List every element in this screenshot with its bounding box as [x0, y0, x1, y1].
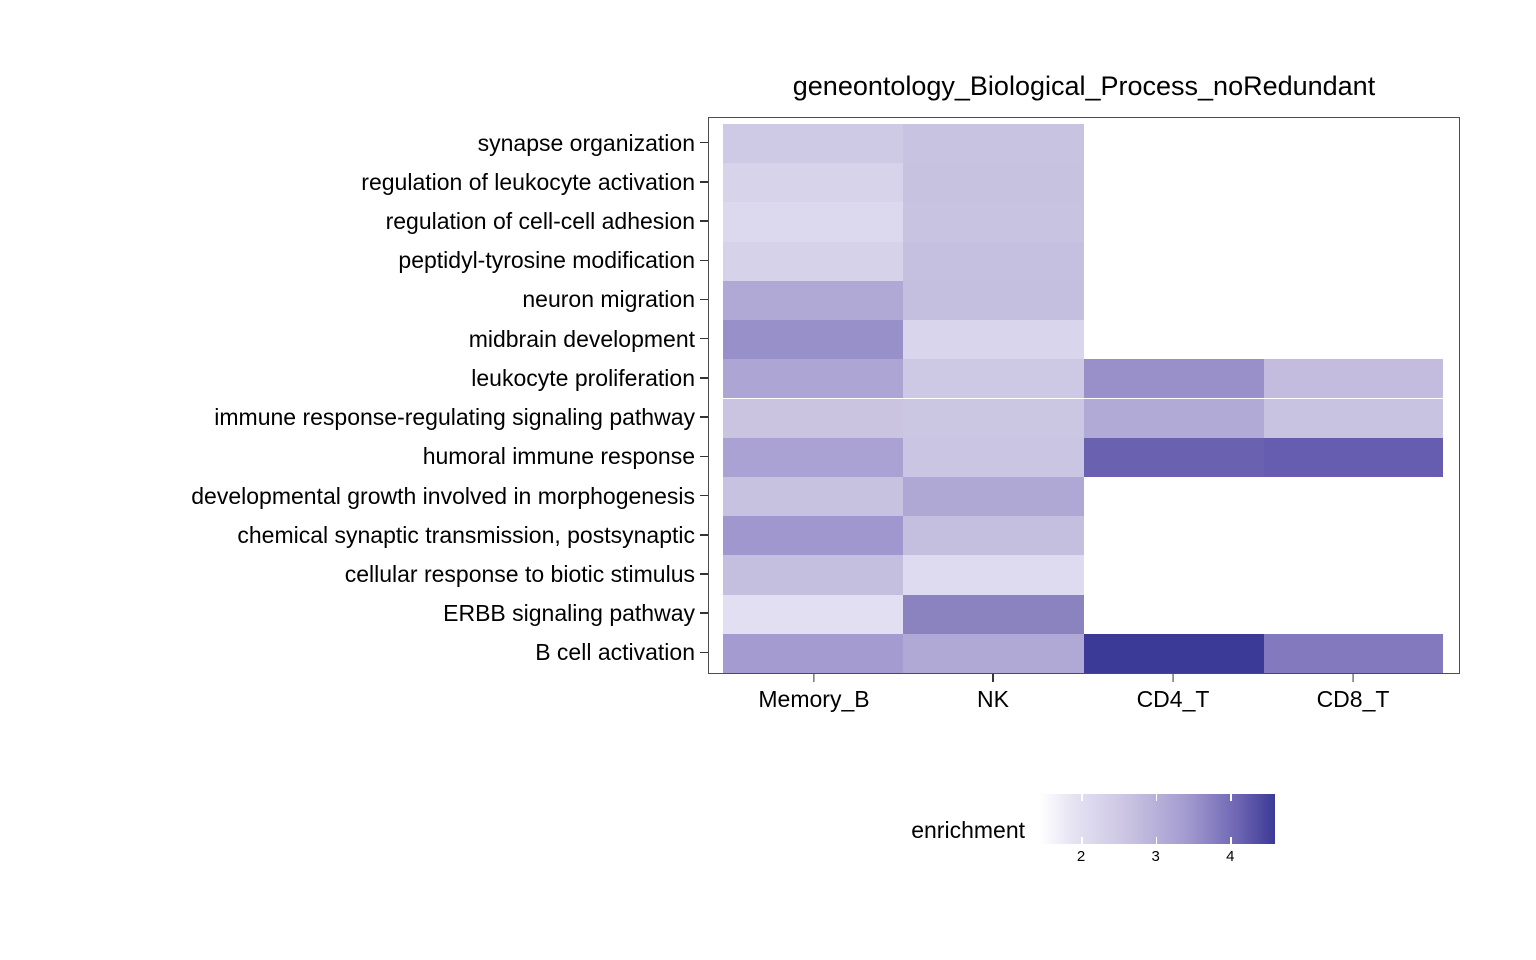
- y-axis-tick-mark: [700, 534, 708, 536]
- y-axis-tick-label: B cell activation: [535, 639, 695, 666]
- heatmap-cell: [723, 359, 903, 399]
- legend-tick-label: 3: [1151, 848, 1160, 865]
- heatmap-cell: [723, 163, 903, 203]
- y-axis-tick-label: neuron migration: [522, 286, 695, 313]
- legend-title: enrichment: [911, 817, 1025, 843]
- legend: enrichment 2 3 4: [880, 790, 1300, 900]
- y-axis-tick-label: midbrain development: [468, 325, 695, 352]
- heatmap-cell-grid: [709, 118, 1459, 673]
- heatmap-cell: [903, 437, 1084, 477]
- y-axis-tick-label: humoral immune response: [422, 443, 695, 470]
- heatmap-cell: [903, 555, 1084, 595]
- x-axis-tick-mark: [992, 674, 994, 682]
- y-axis-tick-label: chemical synaptic transmission, postsyna…: [237, 521, 695, 548]
- legend-colorbar: 2 3 4: [1040, 794, 1275, 865]
- y-axis-tick-label: leukocyte proliferation: [471, 364, 695, 391]
- y-axis-tick-label: ERBB signaling pathway: [443, 600, 695, 627]
- y-axis-tick-label: immune response-regulating signaling pat…: [214, 404, 695, 431]
- heatmap-cell: [723, 594, 903, 634]
- y-axis-tick-label: developmental growth involved in morphog…: [191, 482, 695, 509]
- heatmap-cell: [903, 633, 1084, 673]
- legend-tick-mark: [1230, 794, 1232, 801]
- heatmap-cell: [903, 241, 1084, 281]
- heatmap-cell: [903, 280, 1084, 321]
- y-axis-tick-label: regulation of leukocyte activation: [361, 168, 695, 195]
- legend-tick-mark: [1081, 837, 1083, 844]
- heatmap-cell: [723, 476, 903, 517]
- heatmap-cell: [903, 163, 1084, 203]
- legend-tick-mark: [1155, 837, 1158, 844]
- x-axis-tick-label: Memory_B: [758, 686, 870, 712]
- heatmap-cell: [903, 516, 1084, 556]
- y-axis-tick-mark: [700, 377, 708, 379]
- y-axis: synapse organization regulation of leukoc…: [0, 117, 708, 674]
- y-axis-tick-mark: [700, 220, 708, 222]
- legend-tick-mark: [1155, 794, 1158, 801]
- heatmap-cell: [903, 320, 1084, 360]
- y-axis-tick-mark: [700, 141, 708, 144]
- heatmap-cell: [1264, 633, 1443, 673]
- heatmap-cell: [723, 124, 903, 164]
- heatmap-cell: [1084, 398, 1264, 438]
- heatmap-cell: [903, 398, 1084, 438]
- heatmap-cell: [903, 359, 1084, 399]
- x-axis-tick: CD8_T: [1316, 674, 1390, 713]
- legend-tick-mark: [1230, 837, 1232, 844]
- y-axis-tick-mark: [700, 573, 708, 575]
- heatmap-cell: [1264, 437, 1443, 477]
- x-axis-tick-label: CD4_T: [1136, 686, 1210, 712]
- heatmap-cell: [1264, 359, 1443, 399]
- y-axis-tick-mark: [700, 416, 708, 418]
- y-axis-tick-mark: [700, 337, 708, 340]
- heatmap-cell: [1264, 398, 1443, 438]
- x-axis-tick: Memory_B: [758, 674, 870, 713]
- legend-gradient: [1040, 794, 1275, 844]
- y-axis-tick-mark: [700, 455, 708, 458]
- x-axis-tick-label: NK: [977, 686, 1009, 712]
- x-axis: Memory_B NK CD4_T CD8_T: [708, 674, 1460, 734]
- legend-tick-label: 4: [1226, 848, 1235, 865]
- plot-panel: [708, 117, 1460, 674]
- x-axis-tick: CD4_T: [1136, 674, 1210, 713]
- heatmap-cell: [903, 594, 1084, 634]
- heatmap-cell: [723, 202, 903, 242]
- chart-title: geneontology_Biological_Process_noRedund…: [792, 71, 1376, 101]
- y-axis-tick-mark: [700, 494, 708, 497]
- y-axis-tick-label: peptidyl-tyrosine modification: [398, 247, 695, 274]
- x-axis-tick: NK: [977, 674, 1009, 713]
- y-axis-tick-mark: [700, 298, 708, 301]
- heatmap-cell: [723, 516, 903, 556]
- legend-tick-mark: [1081, 794, 1083, 801]
- y-axis-tick-label: synapse organization: [477, 129, 695, 156]
- heatmap-cell: [903, 124, 1084, 164]
- legend-tick-label: 2: [1076, 848, 1086, 865]
- heatmap-cell: [723, 555, 903, 595]
- heatmap-cell: [723, 241, 903, 281]
- heatmap-cell: [723, 437, 903, 477]
- heatmap-cell: [723, 320, 903, 360]
- y-axis-tick-mark: [700, 612, 708, 614]
- y-axis-tick-label: cellular response to biotic stimulus: [344, 560, 695, 587]
- y-axis-tick-mark: [700, 181, 708, 183]
- y-axis-tick-label: regulation of cell-cell adhesion: [385, 208, 695, 235]
- y-axis-tick-mark: [700, 651, 708, 654]
- x-axis-tick-mark: [1172, 674, 1174, 682]
- heatmap-cell: [1084, 633, 1264, 673]
- heatmap-cell: [903, 476, 1084, 517]
- heatmap-cell: [1084, 359, 1264, 399]
- x-axis-tick-label: CD8_T: [1316, 686, 1390, 712]
- heatmap-cell: [723, 398, 903, 438]
- x-axis-tick-mark: [1352, 674, 1354, 682]
- heatmap-cell: [903, 202, 1084, 242]
- y-axis-tick-mark: [700, 259, 708, 261]
- x-axis-tick-mark: [813, 674, 815, 682]
- heatmap-cell: [723, 633, 903, 673]
- heatmap-cell: [1084, 437, 1264, 477]
- heatmap-cell: [723, 280, 903, 321]
